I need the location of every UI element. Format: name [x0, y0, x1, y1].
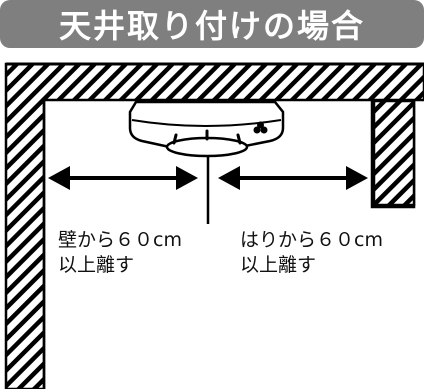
wall-distance-line2: 以上離す	[58, 254, 135, 276]
beam	[372, 99, 416, 207]
wall-distance-label: 壁から６０cm 以上離す	[58, 228, 182, 278]
arrow-right-icon	[218, 166, 368, 190]
wall-distance-line1: 壁から６０cm	[58, 229, 182, 251]
beam-distance-line2: 以上離す	[240, 254, 317, 276]
arrow-left-icon	[48, 166, 198, 190]
smoke-detector-icon	[128, 100, 285, 158]
page-title: 天井取り付けの場合	[58, 7, 365, 45]
beam-distance-line1: はりから６０cm	[240, 229, 383, 251]
title-banner: 天井取り付けの場合	[0, 0, 424, 48]
ceiling	[4, 62, 424, 389]
beam-distance-label: はりから６０cm 以上離す	[240, 228, 383, 278]
